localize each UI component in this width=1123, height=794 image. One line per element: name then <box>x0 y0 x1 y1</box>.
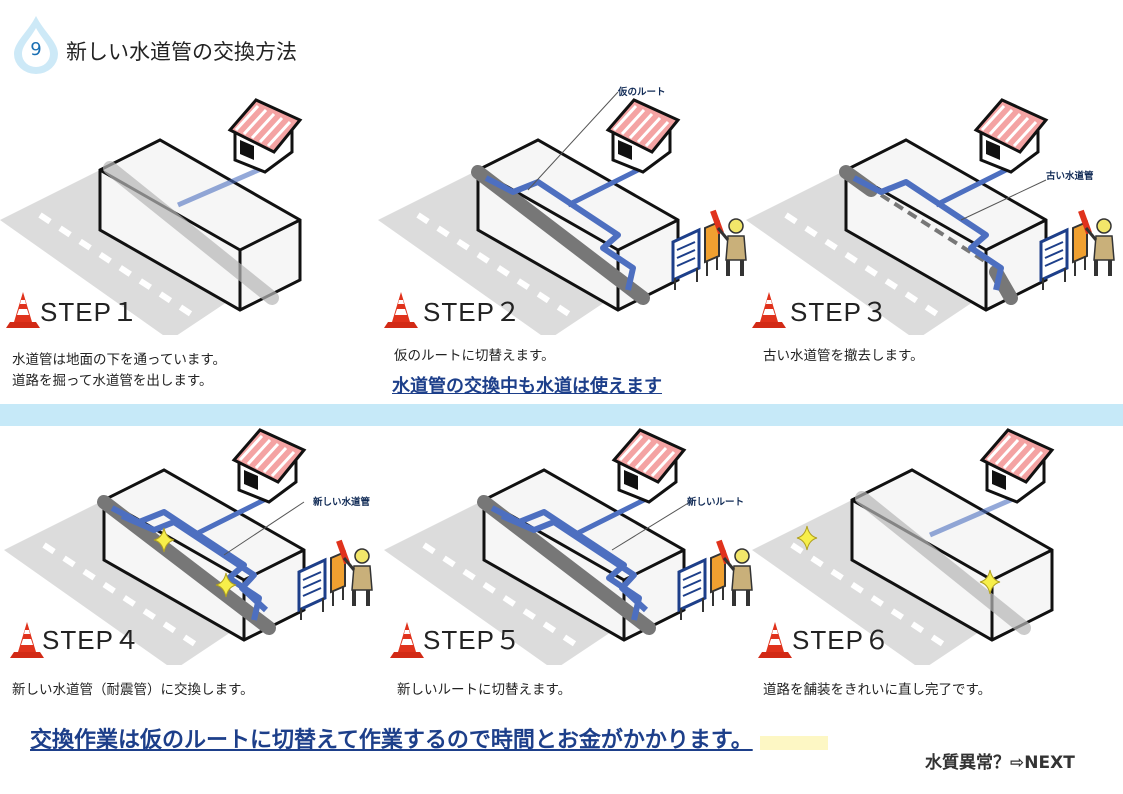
road-lane-line <box>784 212 948 323</box>
water-pipe <box>855 491 1031 635</box>
road-surface <box>0 170 260 335</box>
step-1-desc: 水道管は地面の下を通っています。 道路を掘って水道管を出します。 <box>12 350 226 392</box>
temporary-route-pipe <box>852 175 1004 291</box>
step-2-desc: 仮のルートに切替えます。 <box>394 348 555 364</box>
barrier-icon <box>1039 220 1088 290</box>
callout-old-pipe: 古い水道管 <box>1046 171 1094 182</box>
worker-icon <box>710 209 747 276</box>
callout-line <box>611 501 691 551</box>
house-icon <box>605 98 681 174</box>
house-icon <box>611 428 687 504</box>
barrier-icon <box>671 220 720 290</box>
excavation-pit <box>850 468 1054 642</box>
step-2-label: STEP２ <box>423 297 522 327</box>
section-number: 9 <box>30 39 42 60</box>
step-2-note: 水道管の交換中も水道は使えます <box>392 376 662 397</box>
step-4-label: STEP４ <box>42 625 141 655</box>
step-3-desc: 古い水道管を撤去します。 <box>763 348 924 364</box>
road-lane-line <box>42 542 206 653</box>
worker-icon <box>1078 209 1115 276</box>
new-pipe <box>120 513 269 613</box>
step-1-desc-line: 道路を掘って水道管を出します。 <box>12 373 213 389</box>
house-icon <box>979 428 1055 504</box>
road-surface <box>4 500 264 665</box>
road-lane-line <box>416 212 580 323</box>
barrier-icon <box>677 550 726 620</box>
highlight-mark <box>760 736 828 750</box>
step-5-illustration <box>384 428 753 665</box>
step-6-label: STEP６ <box>792 625 891 655</box>
callout-line <box>223 501 305 556</box>
house-icon <box>227 98 303 174</box>
traffic-cone-icon <box>6 292 40 328</box>
road-lane-line <box>790 542 954 653</box>
callout-line <box>960 179 1047 221</box>
traffic-cone-icon <box>758 622 792 658</box>
sparkle-icon <box>796 525 818 551</box>
callout-line <box>527 91 619 191</box>
worker-icon <box>716 539 753 606</box>
house-icon <box>973 98 1049 174</box>
step-2-illustration <box>378 91 747 335</box>
worker-icon <box>336 539 373 606</box>
step-4-illustration <box>4 428 373 665</box>
road-surface <box>378 170 638 335</box>
step-5-label: STEP５ <box>423 625 522 655</box>
traffic-cone-icon <box>10 622 44 658</box>
step-1-label: STEP１ <box>40 297 139 327</box>
step-6-illustration <box>752 428 1055 665</box>
traffic-cone-icon <box>390 622 424 658</box>
traffic-cone-icon <box>752 292 786 328</box>
road-surface <box>752 500 1012 665</box>
barrier-icon <box>297 550 346 620</box>
water-pipe <box>471 165 650 305</box>
callout-new-route: 新しいルート <box>687 497 745 508</box>
temporary-route-pipe <box>484 175 636 291</box>
step-4-desc: 新しい水道管（耐震管）に交換します。 <box>12 682 254 698</box>
bottom-note: 交換作業は仮のルートに切替えて作業するので時間とお金がかかります。 <box>30 728 753 753</box>
page-title: 新しい水道管の交換方法 <box>66 40 297 64</box>
sparkle-icon <box>153 527 175 553</box>
new-pipe <box>500 513 649 613</box>
excavation-pit <box>98 138 302 312</box>
road-lane-line <box>422 542 586 653</box>
road-surface <box>746 170 1006 335</box>
callout-temporary-route: 仮のルート <box>618 87 666 98</box>
water-drop-icon <box>14 16 58 74</box>
step-1-illustration <box>0 98 303 335</box>
step-3-label: STEP３ <box>790 297 889 327</box>
callout-new-pipe: 新しい水道管 <box>313 497 371 508</box>
step-1-desc-line: 水道管は地面の下を通っています。 <box>12 352 226 368</box>
water-pipe <box>103 161 279 305</box>
sparkle-icon <box>215 572 237 598</box>
divider-banner <box>0 404 1123 426</box>
step-3-illustration <box>746 98 1115 335</box>
next-link[interactable]: 水質異常？⇨NEXT <box>925 753 1075 773</box>
road-lane-line <box>38 212 202 323</box>
road-surface <box>384 500 644 665</box>
old-pipe-removed <box>879 193 988 264</box>
house-icon <box>231 428 307 504</box>
step-5-desc: 新しいルートに切替えます。 <box>397 682 572 698</box>
sparkle-icon <box>979 569 1001 595</box>
step-6-desc: 道路を舗装をきれいに直し完了です。 <box>763 682 992 698</box>
traffic-cone-icon <box>384 292 418 328</box>
